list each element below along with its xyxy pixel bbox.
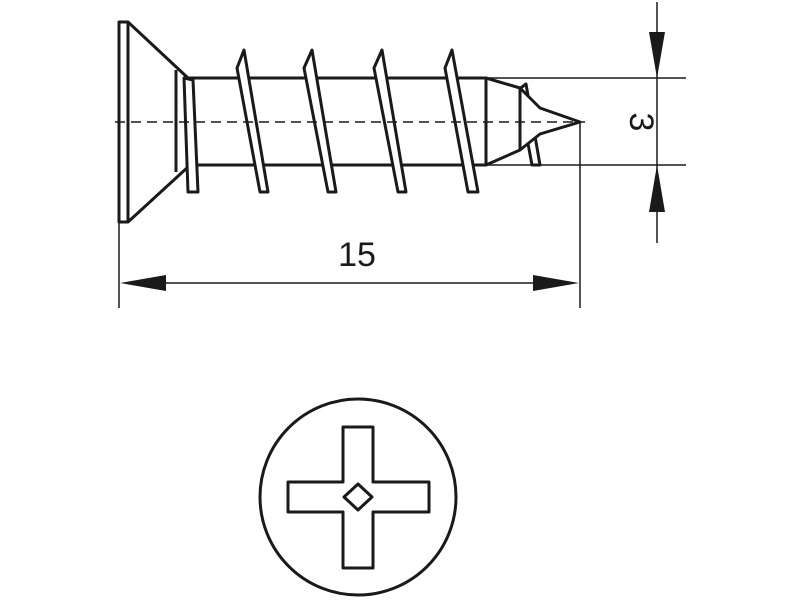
length-dimension: 15	[118, 122, 581, 308]
arrow-down	[649, 32, 665, 78]
length-label: 15	[338, 236, 376, 274]
arrow-left	[120, 275, 166, 291]
arrow-up	[649, 165, 665, 212]
diameter-label: 3	[622, 113, 660, 132]
screw-side-view	[117, 20, 582, 224]
screw-head-top-view	[258, 397, 458, 597]
diameter-dimension: 3	[486, 2, 686, 243]
arrow-right	[533, 275, 579, 291]
recess-center-diamond	[342, 482, 374, 512]
